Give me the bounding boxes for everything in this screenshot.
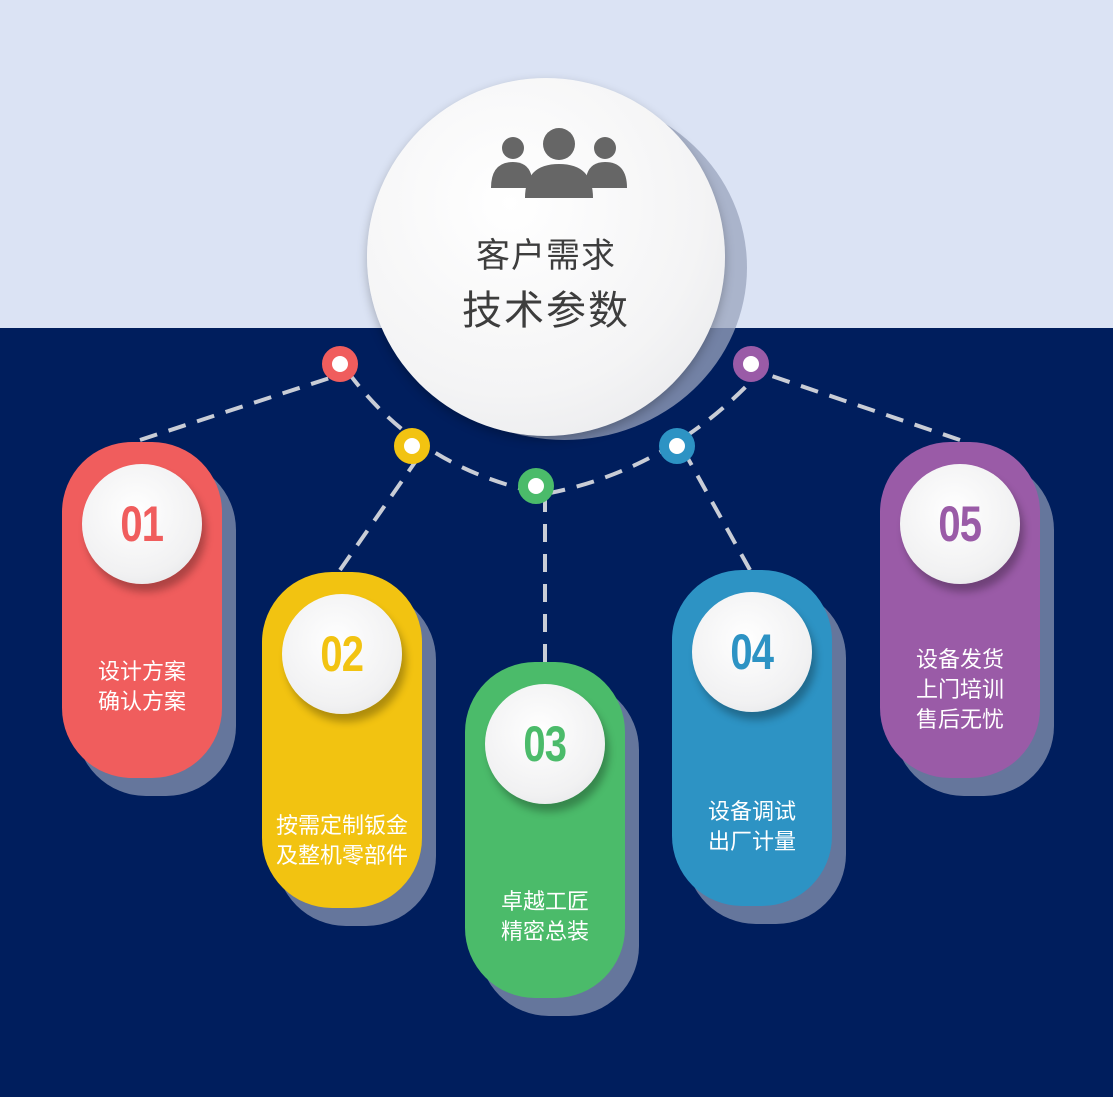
connector-arc bbox=[346, 370, 762, 497]
step-4-badge: 04 bbox=[692, 592, 812, 712]
step-4-line1: 设备调试 bbox=[707, 800, 796, 825]
step-2-badge: 02 bbox=[282, 594, 402, 714]
step-2-text: 按需定制钣金 及整机零部件 bbox=[262, 812, 422, 872]
step-2-line1: 按需定制钣金 bbox=[275, 814, 408, 839]
step-2-line2: 及整机零部件 bbox=[275, 844, 408, 869]
step-4-number: 04 bbox=[730, 624, 775, 680]
users-group-icon bbox=[491, 128, 627, 198]
step-3-line2: 精密总装 bbox=[500, 920, 589, 945]
step-5-text: 设备发货 上门培训 售后无忧 bbox=[880, 646, 1040, 736]
step-5-line2: 上门培训 bbox=[915, 678, 1004, 703]
step-1-badge: 01 bbox=[82, 464, 202, 584]
node-green bbox=[518, 468, 554, 504]
connector-step-2 bbox=[338, 453, 422, 572]
step-3-card: 03 卓越工匠 精密总装 bbox=[465, 662, 625, 998]
step-3-line1: 卓越工匠 bbox=[500, 890, 589, 915]
step-1-line2: 确认方案 bbox=[97, 690, 186, 715]
step-4-text: 设备调试 出厂计量 bbox=[672, 798, 832, 858]
step-5-number: 05 bbox=[938, 496, 983, 552]
step-1-number: 01 bbox=[120, 496, 165, 552]
step-1-text: 设计方案 确认方案 bbox=[62, 658, 222, 718]
step-4-card: 04 设备调试 出厂计量 bbox=[672, 570, 832, 906]
step-2-card: 02 按需定制钣金 及整机零部件 bbox=[262, 572, 422, 908]
step-3-text: 卓越工匠 精密总装 bbox=[465, 888, 625, 948]
connector-step-5 bbox=[759, 370, 961, 442]
hub-title-line1: 客户需求 bbox=[476, 236, 616, 276]
step-5-card: 05 设备发货 上门培训 售后无忧 bbox=[880, 442, 1040, 778]
step-3-number: 03 bbox=[523, 716, 568, 772]
connector-step-1 bbox=[139, 370, 349, 442]
step-2-number: 02 bbox=[320, 626, 365, 682]
center-hub: 客户需求 技术参数 bbox=[367, 78, 725, 436]
step-3-badge: 03 bbox=[485, 684, 605, 804]
node-purple bbox=[733, 346, 769, 382]
connector-step-4 bbox=[684, 454, 752, 571]
step-1-line1: 设计方案 bbox=[97, 660, 186, 685]
step-4-line2: 出厂计量 bbox=[707, 830, 796, 855]
node-blue bbox=[659, 428, 695, 464]
step-5-line1: 设备发货 bbox=[915, 648, 1004, 673]
step-5-line3: 售后无忧 bbox=[915, 708, 1004, 733]
step-5-badge: 05 bbox=[900, 464, 1020, 584]
hub-title-line2: 技术参数 bbox=[462, 288, 630, 334]
node-yellow bbox=[394, 428, 430, 464]
step-1-card: 01 设计方案 确认方案 bbox=[62, 442, 222, 778]
node-red bbox=[322, 346, 358, 382]
